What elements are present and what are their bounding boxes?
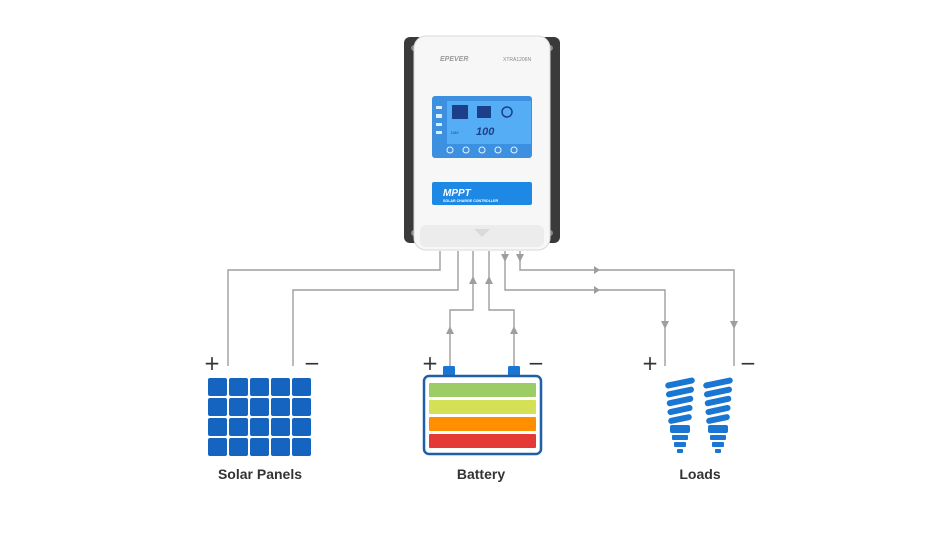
solar-cell bbox=[292, 398, 311, 416]
solar-minus-sign: − bbox=[303, 351, 321, 375]
battery-icon bbox=[422, 366, 543, 456]
solar-cell bbox=[250, 438, 269, 456]
charge-controller: EPEVER XTRA1206N DAY 100 MPPT SOLAR CHAR… bbox=[404, 35, 560, 251]
solar-cell bbox=[229, 438, 248, 456]
solar-cell bbox=[271, 378, 290, 396]
solar-cell bbox=[229, 418, 248, 436]
solar-panels-label: Solar Panels bbox=[217, 466, 303, 482]
mppt-plate bbox=[432, 182, 532, 205]
solar-cell bbox=[271, 398, 290, 416]
battery-label: Battery bbox=[456, 466, 506, 482]
solar-cell bbox=[271, 418, 290, 436]
solar-cell bbox=[208, 398, 227, 416]
battery-level-bar bbox=[429, 383, 536, 397]
battery-level-bar bbox=[429, 434, 536, 448]
loads-label: Loads bbox=[679, 466, 721, 482]
solar-cell bbox=[229, 378, 248, 396]
model-name: XTRA1206N bbox=[503, 57, 531, 63]
solar-cell bbox=[292, 438, 311, 456]
mppt-title: MPPT bbox=[443, 188, 472, 199]
battery-minus-sign: − bbox=[527, 351, 545, 375]
solar-cell bbox=[250, 418, 269, 436]
solar-cell bbox=[271, 438, 290, 456]
battery-plus-sign: + bbox=[421, 351, 439, 375]
solar-cell bbox=[250, 378, 269, 396]
lcd-battery-icon bbox=[477, 106, 491, 118]
lcd-bulb-icon bbox=[501, 106, 513, 118]
battery-level-bar bbox=[429, 400, 536, 414]
solar-cell bbox=[208, 418, 227, 436]
loads-plus-sign: + bbox=[641, 351, 659, 375]
battery-level-bar bbox=[429, 417, 536, 431]
solar-cell bbox=[292, 418, 311, 436]
wires bbox=[227, 251, 735, 366]
solar-cell bbox=[208, 438, 227, 456]
light-bulb-icon bbox=[665, 377, 733, 453]
solar-cell bbox=[208, 378, 227, 396]
light-bulb bbox=[665, 377, 695, 453]
lcd-value: 100 bbox=[476, 126, 495, 138]
solar-cell bbox=[229, 398, 248, 416]
lcd-sun-icon bbox=[452, 105, 468, 119]
solar-cell bbox=[250, 398, 269, 416]
loads-minus-sign: − bbox=[739, 351, 757, 375]
current-arrows bbox=[446, 254, 738, 334]
lcd-mode: DAY bbox=[451, 130, 459, 135]
light-bulb bbox=[703, 377, 733, 453]
brand-logo: EPEVER bbox=[440, 56, 468, 63]
control-buttons[interactable] bbox=[446, 146, 518, 154]
solar-cell bbox=[292, 378, 311, 396]
solar-panel-icon bbox=[208, 378, 311, 456]
mppt-subtitle: SOLAR CHARGE CONTROLLER bbox=[443, 199, 499, 203]
solar-plus-sign: + bbox=[203, 351, 221, 375]
